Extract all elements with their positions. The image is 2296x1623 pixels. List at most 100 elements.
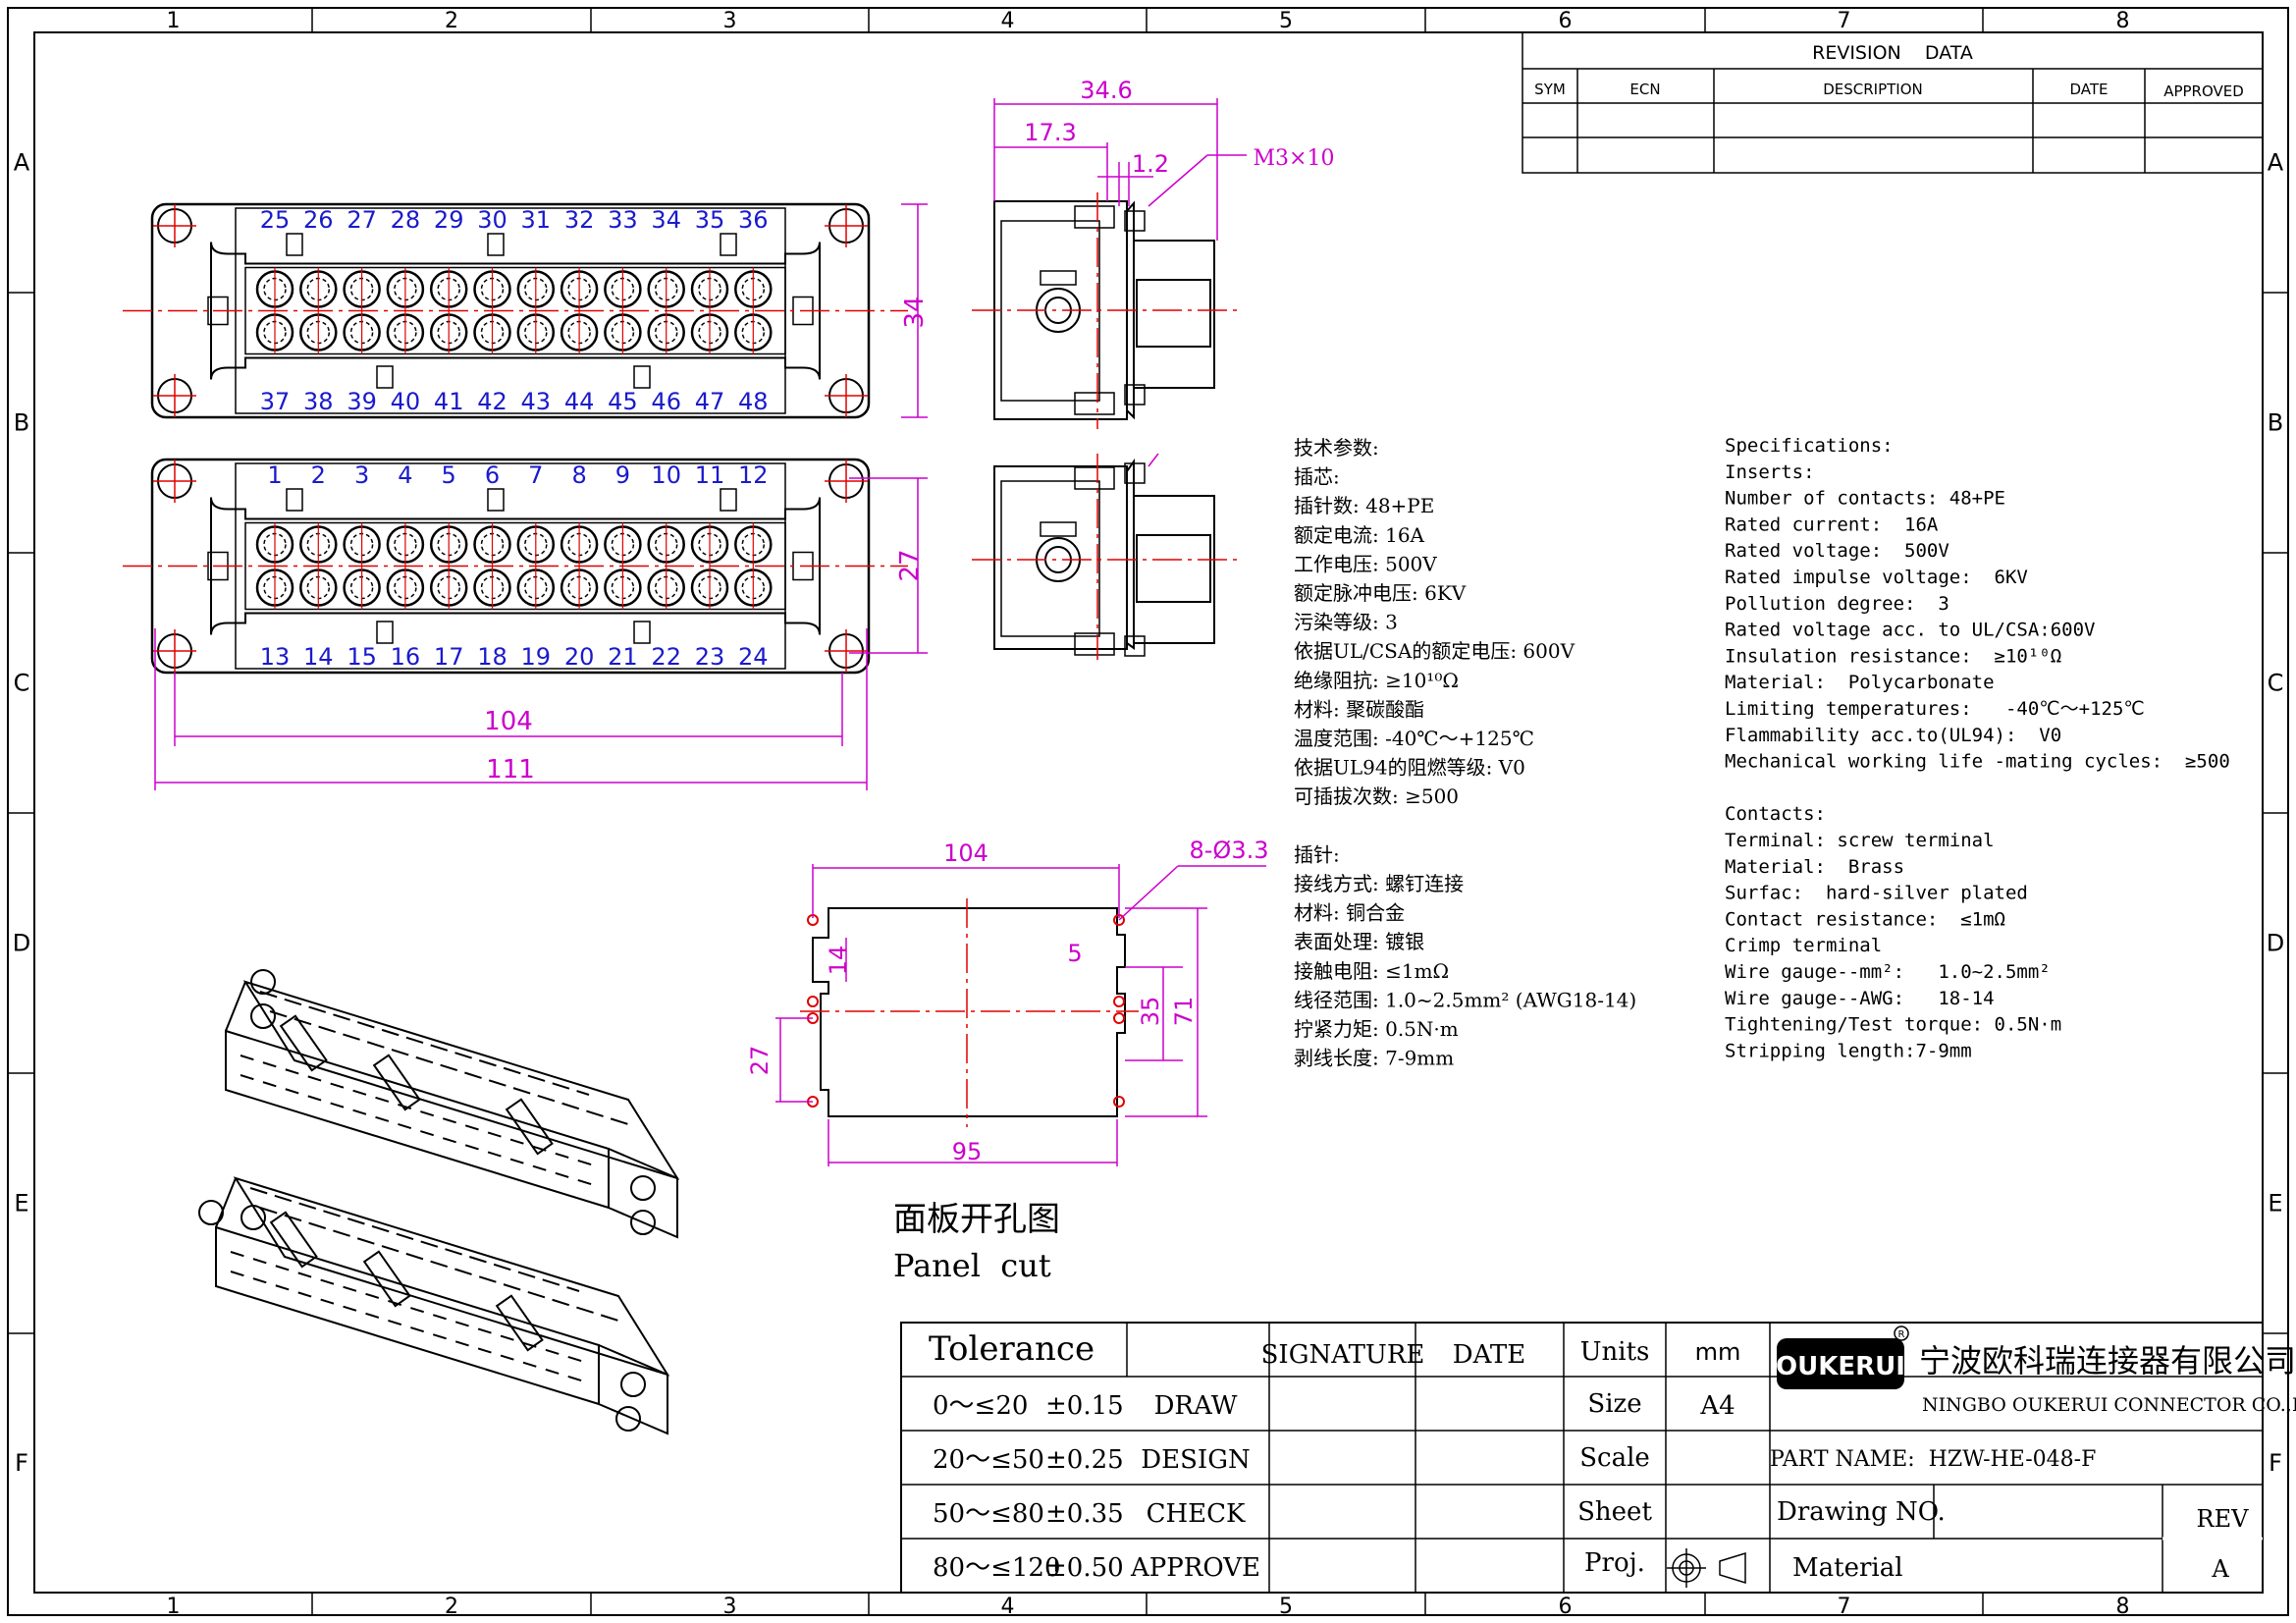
pin-label: 18 [477,643,507,671]
title-block-middle: Units mm Size A4 Scale Sheet Proj. [1577,1337,1740,1578]
frame-col-bottom-2: 2 [445,1595,458,1619]
spec-cn-line: 表面处理: 镀银 [1294,930,1424,953]
scale-label: Scale [1579,1443,1650,1473]
tolerance-value: ±0.25 [1045,1445,1124,1475]
pin-label: 6 [485,461,500,489]
spec-cn-line: 温度范围: -40℃～+125℃ [1294,727,1534,750]
pin-label: 44 [564,388,595,415]
company-logo: OUKERUI R [1776,1325,1909,1389]
spec-en-line: Rated impulse voltage: 6KV [1725,567,2028,588]
title-block-left: Tolerance SIGNATURE DATE [929,1329,1525,1370]
spec-en-line: Wire gauge--AWG: 18-14 [1725,988,1995,1009]
spec-en-line: Number of contacts: 48+PE [1725,488,2005,510]
pin-label: 5 [442,461,456,489]
frame-col-top-8: 8 [2116,9,2130,33]
pin-label: 14 [303,643,334,671]
tolerance-range: 0～≤20 [933,1391,1028,1421]
spec-cn-line: 可插拔次数: ≥500 [1294,784,1459,808]
pin-label: 2 [311,461,326,489]
pin-label: 47 [695,388,725,415]
pin-label: 9 [615,461,630,489]
panel-cut-outline [812,907,1126,1117]
revision-header-date: DATE [2069,81,2108,98]
side-view-dimensions [993,98,1247,467]
tolerance-range: 20～≤50 [933,1445,1044,1475]
revision-table [1522,31,2264,174]
spec-cn-line: 材料: 铜合金 [1294,901,1405,925]
revision-header-sym: SYM [1534,81,1566,98]
revision-header-approved: APPROVED [2163,82,2244,100]
isometric-insert-upper [225,969,680,1239]
spec-en-line: Insulation resistance: ≥10¹⁰Ω [1725,645,2061,667]
dim-height-27: 27 [895,549,925,581]
spec-cn-line: 额定电流: 16A [1294,523,1425,547]
approval-role: APPROVE [1130,1553,1260,1583]
pin-label: 24 [738,643,769,671]
title-block-grid [900,1322,2264,1594]
cut-dim-holes: 8-Ø3.3 [1190,837,1269,864]
pin-label: 19 [521,643,552,671]
spec-cn-line: 剥线长度: 7-9mm [1294,1047,1454,1070]
frame-row-right-B: B [2268,409,2283,437]
pin-label: 42 [477,388,507,415]
frame-col-bottom-8: 8 [2116,1595,2130,1619]
units-value: mm [1695,1338,1741,1366]
dim-screw-m3x10: M3×10 [1254,146,1335,171]
spec-en-line: Mechanical working life -mating cycles: … [1725,751,2230,773]
pin-label: 17 [434,643,464,671]
projection-symbol-icon [1667,1548,1746,1588]
pin-label: 12 [738,461,769,489]
frame-row-right-A: A [2268,149,2284,177]
part-name: PART NAME: HZW-HE-048-F [1770,1447,2096,1472]
side-view-dimension-labels: 34.6 17.3 1.2 M3×10 [1024,77,1334,178]
pin-label: 38 [303,388,334,415]
spec-en-line: Stripping length:7-9mm [1725,1040,1972,1061]
spec-cn-line: 拧紧力矩: 0.5N·m [1294,1017,1459,1041]
front-view-dimensions [154,203,928,790]
frame-col-top-5: 5 [1279,9,1293,33]
cut-dim-95: 95 [952,1138,983,1165]
pin-label: 36 [738,206,769,234]
cut-dim-5: 5 [1067,940,1082,967]
pin-label: 7 [528,461,543,489]
date-label: DATE [1453,1340,1526,1370]
spec-en-line: Rated current: 16A [1725,514,1939,535]
spec-en-line: Tightening/Test torque: 0.5N·m [1725,1014,2061,1036]
revision-label: REV [2197,1505,2250,1533]
cut-dim-27: 27 [746,1046,774,1076]
spec-cn-line: 依据UL94的阻燃等级: V0 [1294,756,1525,780]
pin-label: 37 [260,388,291,415]
cut-dim-104: 104 [943,839,988,867]
material-label: Material [1792,1553,1903,1583]
spec-en-line: Rated voltage: 500V [1725,540,1949,562]
frame-row-left-F: F [15,1449,28,1477]
frame-col-top-1: 1 [167,9,181,33]
frame-col-top-2: 2 [445,9,458,33]
title-block-right: 宁波欧科瑞连接器有限公司 NINGBO OUKERUI CONNECTOR CO… [1770,1342,2296,1583]
proj-label: Proj. [1584,1548,1645,1578]
cut-dim-14: 14 [825,946,852,976]
spec-cn-line: 接线方式: 螺钉连接 [1294,872,1464,895]
isometric-views [198,969,680,1435]
pin-label: 48 [738,388,769,415]
approval-role: DRAW [1154,1391,1238,1421]
revision-headers: SYM ECN DESCRIPTION DATE APPROVED [1534,81,2244,100]
spec-en-line: Surfac: hard-silver plated [1725,883,2028,904]
pin-label: 15 [347,643,377,671]
company-name-en: NINGBO OUKERUI CONNECTOR CO.,LTD. [1922,1394,2296,1416]
spec-en-line: Terminal: screw terminal [1725,830,1995,851]
pin-label: 29 [434,206,464,234]
frame-col-bottom-3: 3 [723,1595,737,1619]
revision-header-ecn: ECN [1629,81,1660,98]
dim-width-34-6: 34.6 [1080,77,1132,104]
svg-text:R: R [1898,1329,1905,1340]
spec-en-line: Specifications: [1725,435,1894,457]
spec-en-line: Rated voltage acc. to UL/CSA:600V [1725,620,2096,641]
panel-cut-title-cn: 面板开孔图 [893,1200,1060,1239]
frame-col-top-4: 4 [1001,9,1015,33]
revision-header-description: DESCRIPTION [1823,81,1923,98]
